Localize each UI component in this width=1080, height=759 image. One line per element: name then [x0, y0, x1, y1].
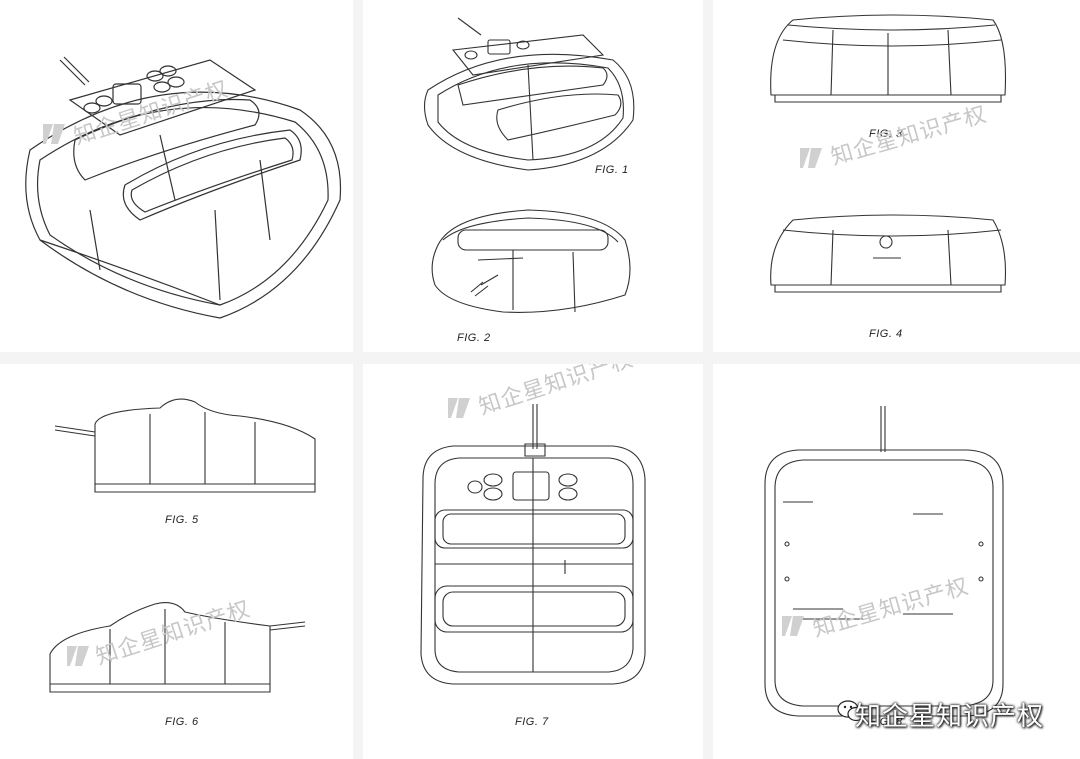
- figure-panel-fig5-fig6: FIG. 5 FIG. 6 知企星知识产权: [0, 364, 353, 759]
- fig4-label: FIG. 4: [869, 328, 903, 340]
- figure-fig1-fig2-drawing: [423, 17, 635, 313]
- fig1-label: FIG. 1: [595, 164, 629, 176]
- fig2-label: FIG. 2: [457, 332, 491, 344]
- figure-fig3-fig4-drawing: [770, 14, 1006, 293]
- figure-panel-perspective: 知企星知识产权: [0, 0, 353, 352]
- fig6-label: FIG. 6: [165, 716, 199, 728]
- figure-panel-fig8: 知企星知识产权 FIG. 8: [713, 364, 1080, 759]
- figure-perspective-drawing: [25, 56, 342, 319]
- wechat-icon: [836, 698, 866, 729]
- fig7-label: FIG. 7: [515, 716, 549, 728]
- figure-fig5-fig6-drawing: [49, 398, 316, 693]
- fig5-label: FIG. 5: [165, 514, 199, 526]
- panel-divider-v2: [703, 0, 713, 759]
- figure-fig7-drawing: [420, 404, 646, 685]
- figure-panel-fig7: FIG. 7 知企星知识产权: [363, 364, 703, 759]
- figure-panel-fig3-fig4: FIG. 3 FIG. 4 知企星知识产权: [713, 0, 1080, 352]
- source-account-name: 知企星知识产权: [854, 702, 1044, 732]
- figure-panel-fig1-fig2: FIG. 1 FIG. 2: [363, 0, 703, 352]
- fig3-label: FIG. 3: [869, 128, 903, 140]
- fig8-label: FIG. 8: [869, 716, 903, 728]
- figure-fig8-drawing: [764, 406, 1004, 717]
- panel-divider-v1: [353, 0, 363, 759]
- panel-divider-h: [0, 352, 1080, 364]
